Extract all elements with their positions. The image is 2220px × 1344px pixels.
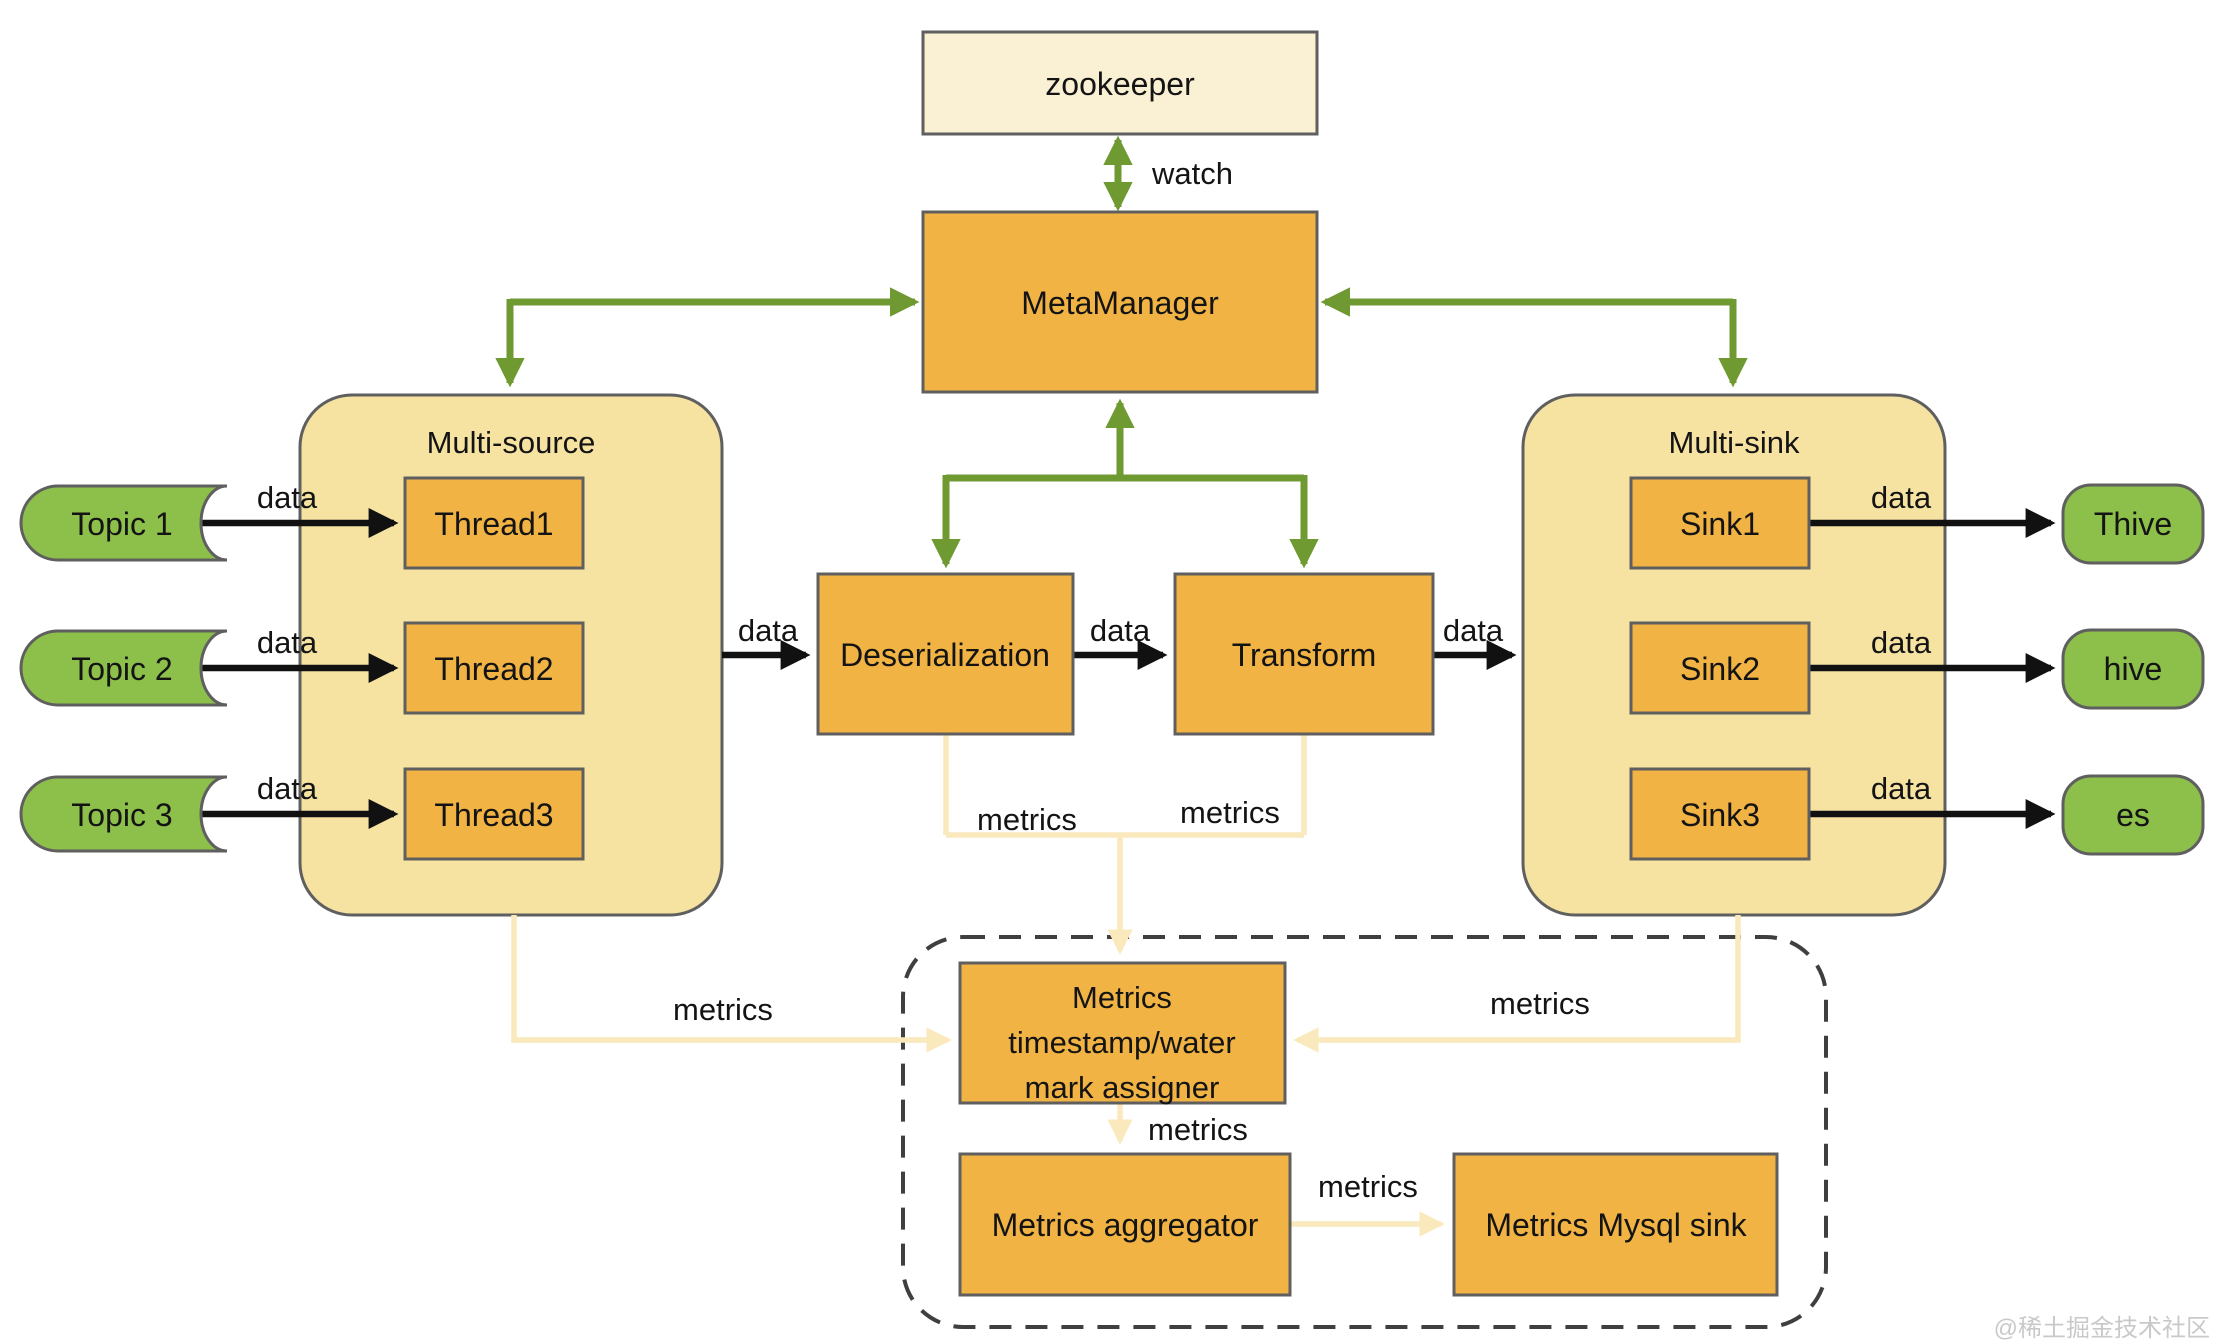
edge-multisink-to-assigner: [1293, 915, 1741, 1053]
sink2-label: Sink2: [1680, 651, 1760, 687]
data-label-sink3: data: [1871, 771, 1932, 806]
topic1-node: [19, 484, 228, 562]
watch-edge-label: watch: [1151, 156, 1233, 191]
deserialization-label: Deserialization: [840, 637, 1050, 673]
topic2-node: [19, 629, 228, 707]
thread2-node: [403, 621, 585, 715]
sink2-node: [1629, 621, 1811, 715]
data-label-topic3: data: [257, 771, 318, 806]
thread1-node: [403, 476, 585, 570]
metamanager-label: MetaManager: [1021, 285, 1219, 321]
metrics-aggregator-label: Metrics aggregator: [992, 1207, 1259, 1243]
topic3-label: Topic 3: [71, 797, 172, 833]
metrics-label-right: metrics: [1490, 986, 1590, 1021]
zookeeper-node: [921, 30, 1319, 136]
thread3-label: Thread3: [434, 797, 553, 833]
thive-node: [2061, 483, 2205, 565]
metrics-assigner-node: [958, 961, 1287, 1105]
metrics-aggregator-node: [958, 1152, 1292, 1297]
metrics-assigner-line2: timestamp/water: [1008, 1025, 1235, 1060]
transform-node: [1173, 572, 1435, 736]
zookeeper-label: zookeeper: [1045, 66, 1195, 102]
es-label: es: [2116, 797, 2150, 833]
data-label-sink2: data: [1871, 625, 1932, 660]
topic3-node: [19, 775, 228, 853]
thive-label: Thive: [2094, 506, 2172, 542]
data-label-to-transform: data: [1090, 613, 1151, 648]
sink1-node: [1629, 476, 1811, 570]
data-label-to-deserialization: data: [738, 613, 799, 648]
watermark-text: @稀土掘金技术社区: [1994, 1315, 2210, 1342]
data-label-topic1: data: [257, 480, 318, 515]
data-label-sink1: data: [1871, 480, 1932, 515]
topic2-label: Topic 2: [71, 651, 172, 687]
metrics-mysql-sink-label: Metrics Mysql sink: [1485, 1207, 1747, 1243]
metrics-assigner-line1: Metrics: [1072, 980, 1172, 1015]
hive-label: hive: [2104, 651, 2163, 687]
transform-label: Transform: [1232, 637, 1377, 673]
edge-multisource-to-assigner: [511, 915, 952, 1053]
hive-node: [2061, 628, 2205, 710]
metamanager-node: [921, 210, 1319, 394]
sink1-label: Sink1: [1680, 506, 1760, 542]
thread3-node: [403, 767, 585, 861]
thread2-label: Thread2: [434, 651, 553, 687]
sink3-label: Sink3: [1680, 797, 1760, 833]
multi-source-title: Multi-source: [427, 425, 596, 460]
thread1-label: Thread1: [434, 506, 553, 542]
sink3-node: [1629, 767, 1811, 861]
metrics-assigner-line3: mark assigner: [1025, 1070, 1220, 1105]
metrics-mysql-sink-node: [1452, 1152, 1779, 1297]
multi-sink-title: Multi-sink: [1669, 425, 1800, 460]
metrics-label-aggregator-mysql: metrics: [1318, 1169, 1418, 1204]
es-node: [2061, 774, 2205, 856]
metrics-label-transform: metrics: [1180, 795, 1280, 830]
metrics-label-deserialization: metrics: [977, 802, 1077, 837]
data-label-to-multisink: data: [1443, 613, 1504, 648]
deserialization-node: [816, 572, 1075, 736]
topic1-label: Topic 1: [71, 506, 172, 542]
data-label-topic2: data: [257, 625, 318, 660]
metrics-dashed-container: [901, 935, 1828, 1329]
metrics-label-assigner-aggregator: metrics: [1148, 1112, 1248, 1147]
metrics-label-left: metrics: [673, 992, 773, 1027]
